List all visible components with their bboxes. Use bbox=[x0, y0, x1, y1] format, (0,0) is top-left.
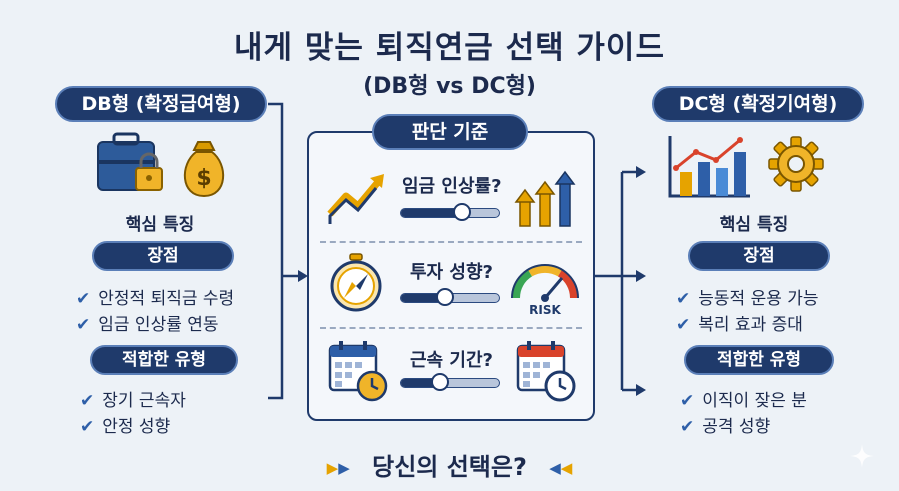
triangle-right-icon: ▶ bbox=[338, 459, 350, 477]
gear-icon bbox=[768, 136, 824, 192]
db-features-label: 핵심 특징 bbox=[125, 215, 195, 235]
criterion-question: 투자 성향? bbox=[410, 262, 493, 283]
check-icon: ✔ bbox=[680, 391, 695, 411]
check-icon: ✔ bbox=[80, 417, 95, 437]
check-icon: ✔ bbox=[680, 417, 695, 437]
db-pros-label: 장점 bbox=[92, 241, 234, 271]
slider-knob bbox=[452, 203, 471, 221]
sparkle-icon bbox=[850, 444, 874, 468]
list-item: ✔복리 효과 증대 bbox=[676, 315, 803, 335]
dc-fit-label: 적합한 유형 bbox=[684, 345, 834, 375]
divider bbox=[320, 327, 582, 329]
criterion-slider bbox=[400, 203, 500, 221]
compass-icon bbox=[330, 253, 382, 312]
divider bbox=[320, 241, 582, 243]
check-icon: ✔ bbox=[76, 315, 91, 335]
triangle-left-icon: ◀ bbox=[560, 459, 573, 477]
dc-pros-label: 장점 bbox=[688, 241, 830, 271]
check-icon: ✔ bbox=[80, 391, 95, 411]
check-icon: ✔ bbox=[676, 315, 691, 335]
slider-knob bbox=[431, 373, 450, 391]
gauge-label: RISK bbox=[529, 303, 561, 317]
list-item: ✔이직이 잦은 분 bbox=[680, 391, 807, 411]
calendar-clock-icon bbox=[516, 341, 576, 402]
triangle-right-icon: ▶ bbox=[326, 459, 339, 477]
criterion-question: 임금 인상률? bbox=[402, 176, 502, 197]
criterion-slider bbox=[400, 373, 500, 391]
db-fit-label: 적합한 유형 bbox=[90, 345, 238, 375]
list-item: ✔능동적 운용 가능 bbox=[676, 289, 819, 309]
list-item: ✔안정 성향 bbox=[80, 417, 171, 437]
dc-heading: DC형 (확정기여형) bbox=[652, 86, 864, 122]
check-icon: ✔ bbox=[676, 289, 691, 309]
slider-knob bbox=[436, 288, 455, 306]
check-icon: ✔ bbox=[76, 289, 91, 309]
money-bag-icon: $ bbox=[183, 141, 225, 198]
criterion-question: 근속 기간? bbox=[410, 350, 493, 371]
trend-up-icon bbox=[327, 174, 384, 224]
list-item: ✔임금 인상률 연동 bbox=[76, 315, 219, 335]
page-title: 내게 맞는 퇴직연금 선택 가이드 bbox=[234, 30, 665, 66]
db-heading: DB형 (확정급여형) bbox=[55, 86, 267, 122]
list-item: ✔공격 성향 bbox=[680, 417, 771, 437]
footer-question-text: 당신의 선택은? bbox=[372, 453, 527, 481]
criteria-heading: 판단 기준 bbox=[372, 114, 528, 150]
briefcase-lock-icon bbox=[97, 132, 163, 191]
footer-question: ▶▶ 당신의 선택은? ◀◀ bbox=[0, 447, 899, 482]
risk-gauge-icon: RISK bbox=[511, 264, 579, 317]
list-item: ✔장기 근속자 bbox=[80, 391, 186, 411]
bar-chart-icon bbox=[668, 136, 750, 198]
svg-text:$: $ bbox=[196, 166, 211, 191]
criterion-slider bbox=[400, 288, 500, 306]
page-subtitle: (DB형 vs DC형) bbox=[363, 74, 536, 99]
dc-features-label: 핵심 특징 bbox=[719, 215, 789, 235]
triangle-left-icon: ◀ bbox=[549, 459, 561, 477]
calendar-clock-icon bbox=[328, 341, 388, 402]
list-item: ✔안정적 퇴직금 수령 bbox=[76, 289, 235, 309]
arrows-up-icon bbox=[514, 170, 576, 227]
